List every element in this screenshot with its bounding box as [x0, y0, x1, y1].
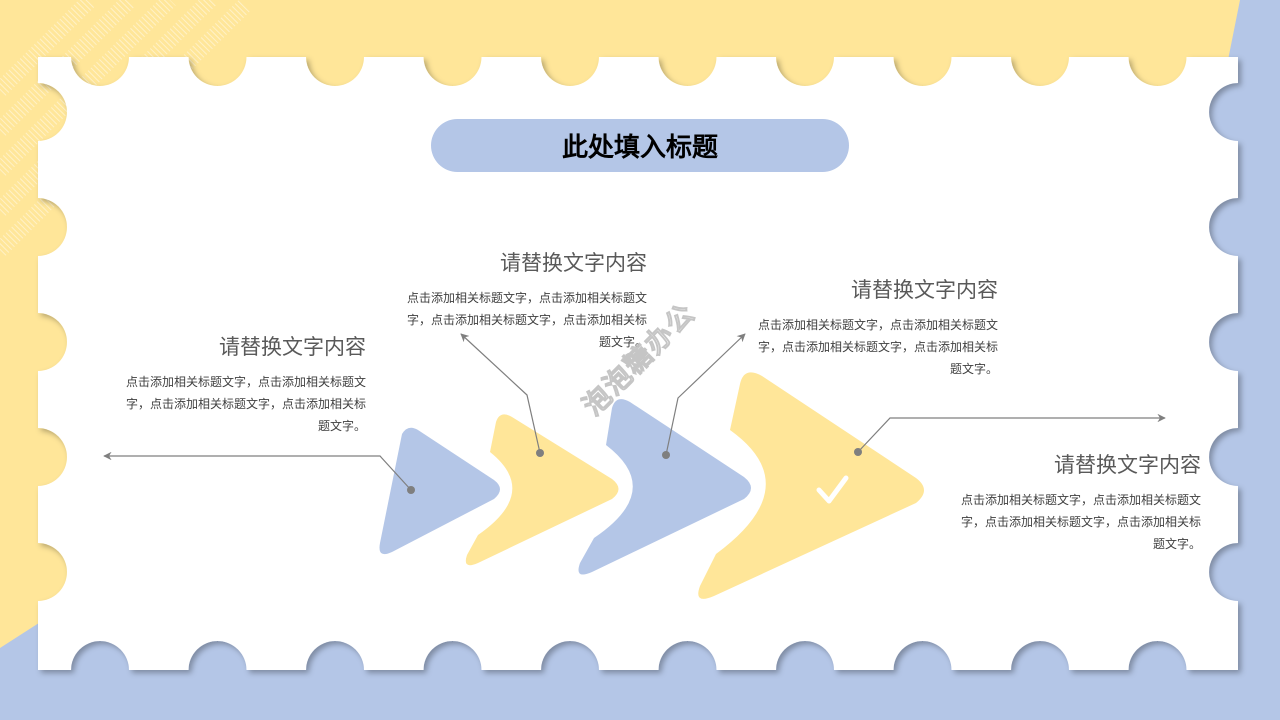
connector-line-1 — [103, 451, 412, 491]
connector-dot-1 — [407, 486, 415, 494]
step-arrow-4 — [698, 372, 924, 599]
page-title: 此处填入标题 — [561, 133, 718, 163]
connector-dot-4 — [854, 448, 862, 456]
step-4-heading: 请替换文字内容 — [1054, 453, 1201, 477]
step-2-heading: 请替换文字内容 — [500, 251, 647, 275]
step-1-heading: 请替换文字内容 — [219, 335, 366, 359]
connector-dot-2 — [536, 449, 544, 457]
step-4-body: 点击添加相关标题文字，点击添加相关标题文字，点击添加相关标题文字，点击添加相关标… — [960, 493, 1201, 551]
step-3-heading: 请替换文字内容 — [851, 278, 998, 302]
connector-line-4 — [857, 413, 1166, 453]
connector-line-2 — [460, 333, 541, 454]
connector-line-3 — [665, 333, 746, 456]
step-3-body: 点击添加相关标题文字，点击添加相关标题文字，点击添加相关标题文字，点击添加相关标… — [757, 318, 998, 376]
step-1-body: 点击添加相关标题文字，点击添加相关标题文字，点击添加相关标题文字，点击添加相关标… — [125, 375, 366, 433]
step-arrow-3 — [578, 399, 751, 575]
step-2-body: 点击添加相关标题文字，点击添加相关标题文字，点击添加相关标题文字，点击添加相关标… — [406, 291, 647, 349]
step-arrow-1 — [379, 427, 500, 555]
step-arrow-2 — [465, 414, 619, 566]
check-icon — [816, 475, 849, 504]
page-title-pill: 此处填入标题 — [431, 119, 849, 172]
connector-dot-3 — [662, 451, 670, 459]
